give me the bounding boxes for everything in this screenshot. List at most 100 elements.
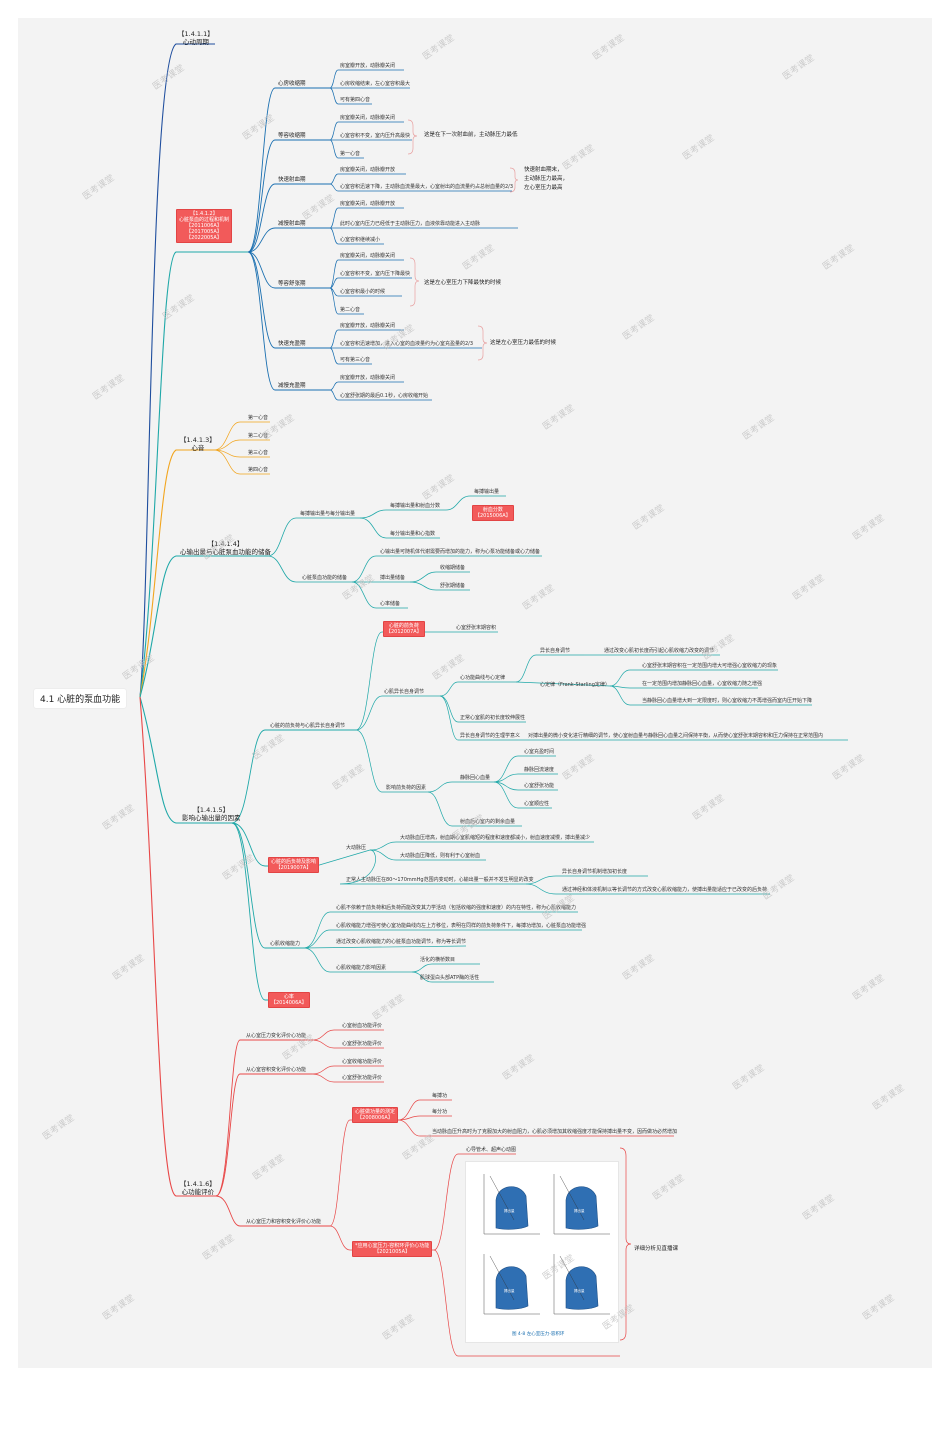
tag-ef[interactable]: 射血分数 【2015006A】 [472, 505, 514, 521]
leaf: 心肌不依赖于前负荷和后负荷而能改变其力学活动（包括收缩的强度和速度）的内在特性，… [336, 905, 577, 911]
pv-loop [495, 1266, 529, 1310]
pv-loop-figure: 搏出量搏出量搏出量搏出量 图 4-8 左心室压力-容积环 [465, 1161, 619, 1343]
leaf: 心室舒张功能评价 [342, 1075, 383, 1081]
note: 快速射血期末， 主动脉压力最高， 左心室压力最高 [524, 167, 569, 191]
leaf: 心室收缩功能评价 [342, 1059, 383, 1065]
leaf: 通过神经和体液机制以等长调节的方式改变心肌收缩能力，使搏出量能适应于已改变的后负… [562, 887, 768, 893]
leaf: 第三心音 [248, 450, 269, 456]
tag-pv-loop[interactable]: *应用心室压力-容积环评价心功能 【2021005A】 [352, 1241, 433, 1257]
node-ivr[interactable]: 等容舒张期 [278, 281, 306, 287]
leaf: 心房收缩结束，左心室容积最大 [340, 81, 411, 87]
note: 这是在下一次射血前，主动脉压力最低 [424, 132, 518, 138]
leaf: 正常人主动脉压在80～170mmHg范围内变动时，心输出量一般并不发生明显的改变 [346, 877, 534, 883]
pv-loop [495, 1186, 529, 1230]
leaf: 收缩期储备 [440, 565, 466, 571]
leaf: 心室容积不变，室内压升高最快 [340, 133, 411, 139]
note: 这是左心室压力最低的时候 [490, 340, 557, 346]
node-contractility[interactable]: 心肌收缩能力 [270, 941, 301, 947]
leaf: 心率储备 [380, 601, 401, 607]
node-eval-volume[interactable]: 从心室容积变化评价心功能 [246, 1067, 307, 1073]
node-atrial-systole[interactable]: 心房收缩期 [278, 81, 306, 87]
node-preload[interactable]: 心脏的前负荷与心肌异长自身调节 [270, 723, 346, 729]
leaf: 心肌收缩能力影响因素 [336, 965, 387, 971]
leaf: 房室瓣开放，动脉瓣关闭 [340, 323, 396, 329]
node-eval-pressure[interactable]: 从心室压力变化评价心功能 [246, 1033, 307, 1039]
leaf: 心室舒张末期容积 [456, 625, 497, 631]
leaf: 每分功 [432, 1109, 448, 1115]
pv-espvr-line [559, 1175, 585, 1221]
node-rapid-filling[interactable]: 快速充盈期 [278, 341, 306, 347]
leaf: 房室瓣关闭，动脉瓣关闭 [340, 115, 396, 121]
leaf: 房室瓣开放，动脉瓣关闭 [340, 63, 396, 69]
leaf: 对搏出量的微小变化进行精细的调节，使心室射血量与静脉回心血量之间保持平衡，从而使… [528, 733, 824, 739]
node-ivc[interactable]: 等容收缩期 [278, 133, 306, 139]
node-reduced-ejection[interactable]: 减慢射血期 [278, 221, 306, 227]
leaf: 肌球蛋白头部ATP酶的活性 [420, 975, 480, 981]
leaf: 此时心室内压力已经低于主动脉压力，血液依靠动能进入主动脉 [340, 221, 481, 227]
leaf: 心室舒张功能评价 [342, 1041, 383, 1047]
mindmap-canvas [18, 18, 932, 1368]
node-aortic-pressure[interactable]: 大动脉压 [346, 845, 367, 851]
leaf: 第二心音 [248, 433, 269, 439]
leaf: 当静脉回心血量增大到一定限度时，则心室收缩力不再增强而室内压开始下降 [642, 698, 813, 704]
leaf: 静脉回流速度 [524, 767, 555, 773]
leaf: 搏出量储备 [380, 575, 406, 581]
node-function-eval[interactable]: 【1.4.1.6】 心功能评价 [180, 1180, 216, 1196]
leaf: 心室容积迅速下降，主动脉血流量最大，心室射出的血流量约占总射血量的2/3 [340, 184, 514, 190]
leaf: 心室容积最小的时候 [340, 289, 386, 295]
node-rapid-ejection[interactable]: 快速射血期 [278, 177, 306, 183]
note: 详细分析见直播课 [634, 1246, 679, 1252]
leaf: 心室容积继续减小 [340, 237, 381, 243]
node-preload-factors[interactable]: 影响前负荷的因素 [386, 785, 427, 791]
leaf: 第一心音 [340, 151, 361, 157]
leaf: 心室舒张功能 [524, 783, 555, 789]
tag-afterload[interactable]: 心脏的后负荷及影响 【2019007A】 [268, 857, 320, 873]
figure-caption: 图 4-8 左心室压力-容积环 [512, 1332, 565, 1337]
tag-preload[interactable]: 心脏的前负荷 【2012007A】 [383, 621, 425, 637]
pv-loop [565, 1266, 599, 1310]
leaf: 房室瓣关闭，动脉瓣关闭 [340, 253, 396, 259]
pv-espvr-line [559, 1255, 585, 1301]
node-cardiac-cycle[interactable]: 【1.4.1.1】 心动周期 [178, 30, 214, 46]
node-pump-mechanism[interactable]: 【1.4.1.2】 心脏泵血的过程和机制 【2011006A】 【2017005… [176, 209, 233, 243]
leaf: 心导管术、超声心动图 [466, 1147, 517, 1153]
pv-sv-label: 搏出量 [574, 1208, 585, 1213]
leaf: 通过改变心肌初长度而引起心肌收缩力改变的调节 [604, 648, 715, 654]
leaf: 在一定范围内增加静脉回心血量，心室收缩力随之增强 [642, 681, 763, 687]
leaf: 通过改变心肌收缩能力的心脏泵血功能调节，称为等长调节 [336, 939, 467, 945]
leaf: 房室瓣关闭，动脉瓣开放 [340, 167, 396, 173]
leaf: 心定律（Frank-Starling定律） [540, 682, 610, 688]
leaf: 大动脉血压降低，则有利于心室射血 [400, 853, 481, 859]
node-eval-pv[interactable]: 从心室压力和容积变化评价心功能 [246, 1219, 322, 1225]
leaf: 每搏功 [432, 1093, 448, 1099]
leaf: 舒张期储备 [440, 583, 466, 589]
node-heterometric[interactable]: 心肌异长自身调节 [384, 689, 425, 695]
pv-loop [565, 1186, 599, 1230]
tag-work[interactable]: 心脏做功量的测定 【2008006A】 [352, 1107, 399, 1123]
leaf: 第四心音 [248, 467, 269, 473]
leaf: 第二心音 [340, 307, 361, 313]
pv-sv-label: 搏出量 [504, 1288, 515, 1293]
leaf: 异长自身调节的生理学意义 [460, 733, 521, 739]
node-reserve[interactable]: 心脏泵血功能的储备 [302, 575, 348, 581]
leaf: 心室舒张期的最后0.1秒，心房收缩开始 [340, 393, 428, 399]
pv-espvr-line [489, 1255, 515, 1301]
node-stroke-minute[interactable]: 每搏输出量与每分输出量 [300, 511, 356, 517]
leaf: 每分输出量和心指数 [390, 531, 436, 537]
leaf: 房室瓣关闭，动脉瓣开放 [340, 201, 396, 207]
leaf: 心室容积迅速增加，进入心室的血液量约为心室充盈量的2/3 [340, 341, 474, 347]
leaf: 第一心音 [248, 415, 269, 421]
node-output-factors[interactable]: 【1.4.1.5】 影响心输出量的因素 [182, 806, 241, 822]
leaf: 可有第四心音 [340, 97, 371, 103]
root-node[interactable]: 4.1 心脏的泵血功能 [34, 689, 127, 708]
leaf: 心肌收缩能力增强可使心室功能曲线向左上方移位，表明在同样的前负荷条件下，每搏功增… [336, 923, 587, 929]
leaf: 异长自身调节机制增加初长度 [562, 869, 628, 875]
leaf: 心功能曲线与心定律 [460, 675, 506, 681]
tag-heart-rate[interactable]: 心率 【2014006A】 [268, 992, 310, 1008]
node-cardiac-output[interactable]: 【1.4.1.4】 心输出量与心脏泵血功能的储备 [180, 540, 271, 556]
node-slow-filling[interactable]: 减慢充盈期 [278, 383, 306, 389]
leaf: 静脉回心血量 [460, 775, 491, 781]
pv-loop-panels: 搏出量搏出量搏出量搏出量 [483, 1174, 610, 1315]
leaf: 正常心室肌的初长度较伸展性 [460, 715, 526, 721]
node-heart-sounds[interactable]: 【1.4.1.3】 心音 [180, 436, 216, 452]
